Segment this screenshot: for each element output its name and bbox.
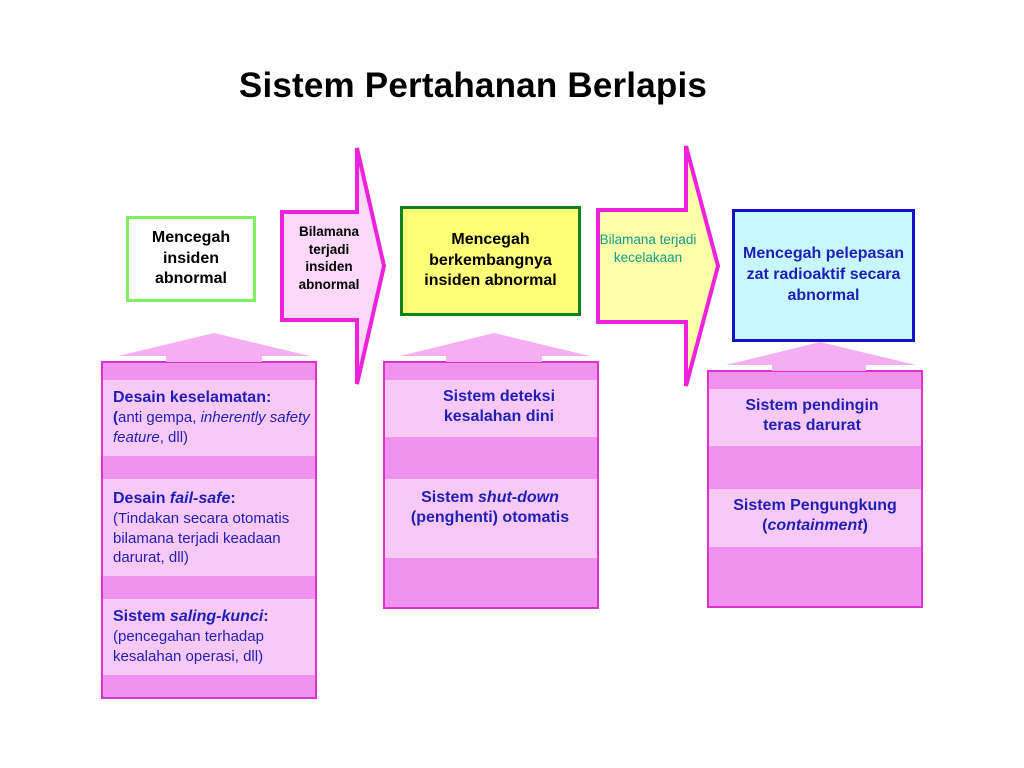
item-3-heading: Sistem saling-kunci: — [113, 608, 269, 625]
goal-box-2: Mencegah berkembangnya insiden abnormal — [400, 206, 581, 316]
column-1-item-3: Sistem saling-kunci: (pencegahan terhada… — [113, 607, 313, 666]
column-1-band-2 — [103, 479, 315, 576]
column-2-band-2 — [385, 479, 597, 558]
item-3-description: (pencegahan terhadap kesalahan operasi, … — [113, 628, 264, 665]
item-2-description: (Tindakan secara otomatis bilamana terja… — [113, 510, 290, 566]
column-3-item-2: Sistem Pengungkung (containment) — [733, 497, 897, 535]
goal-box-2-label: Mencegah berkembangnya insiden abnormal — [424, 230, 557, 290]
column-2-item-2: Sistem shut-down (penghenti) otomatis — [410, 489, 570, 527]
column-2-up-arrow — [400, 333, 590, 362]
goal-box-3: Mencegah pelepasan zat radioaktif secara… — [732, 209, 915, 342]
column-1-item-1: Desain keselamatan: (anti gempa, inheren… — [113, 388, 313, 447]
column-3-up-arrow — [726, 342, 916, 371]
column-1-band-3 — [103, 599, 315, 675]
column-1-band-1 — [103, 380, 315, 456]
column-3-item-1: Sistem pendingin teras darurat — [745, 397, 879, 435]
arrow-1-shape — [280, 147, 387, 385]
column-2-band-1 — [385, 380, 597, 437]
goal-box-3-label: Mencegah pelepasan zat radioaktif secara… — [743, 245, 904, 304]
goal-box-1-label: Mencegah insiden abnormal — [151, 228, 231, 288]
column-1-up-arrow — [118, 333, 310, 362]
column-3-band-2 — [709, 489, 921, 547]
column-2-item-1: Sistem deteksi kesalahan dini — [442, 388, 556, 426]
item-2-heading: Desain fail-safe: — [113, 490, 236, 507]
item-1-description: (anti gempa, inherently safety feature, … — [113, 409, 310, 446]
item-1-heading: Desain keselamatan: — [113, 389, 272, 406]
column-1-item-2: Desain fail-safe: (Tindakan secara otoma… — [113, 489, 315, 567]
page-title: Sistem Pertahanan Berlapis — [238, 66, 708, 105]
goal-box-1: Mencegah insiden abnormal — [126, 216, 256, 302]
arrow-1-label: Bilamana terjadi insiden abnormal — [298, 224, 360, 292]
arrow-2-label: Bilamana terjadi kecelakaan — [599, 232, 697, 265]
column-3-band-1 — [709, 389, 921, 446]
arrow-2-shape — [596, 145, 721, 387]
